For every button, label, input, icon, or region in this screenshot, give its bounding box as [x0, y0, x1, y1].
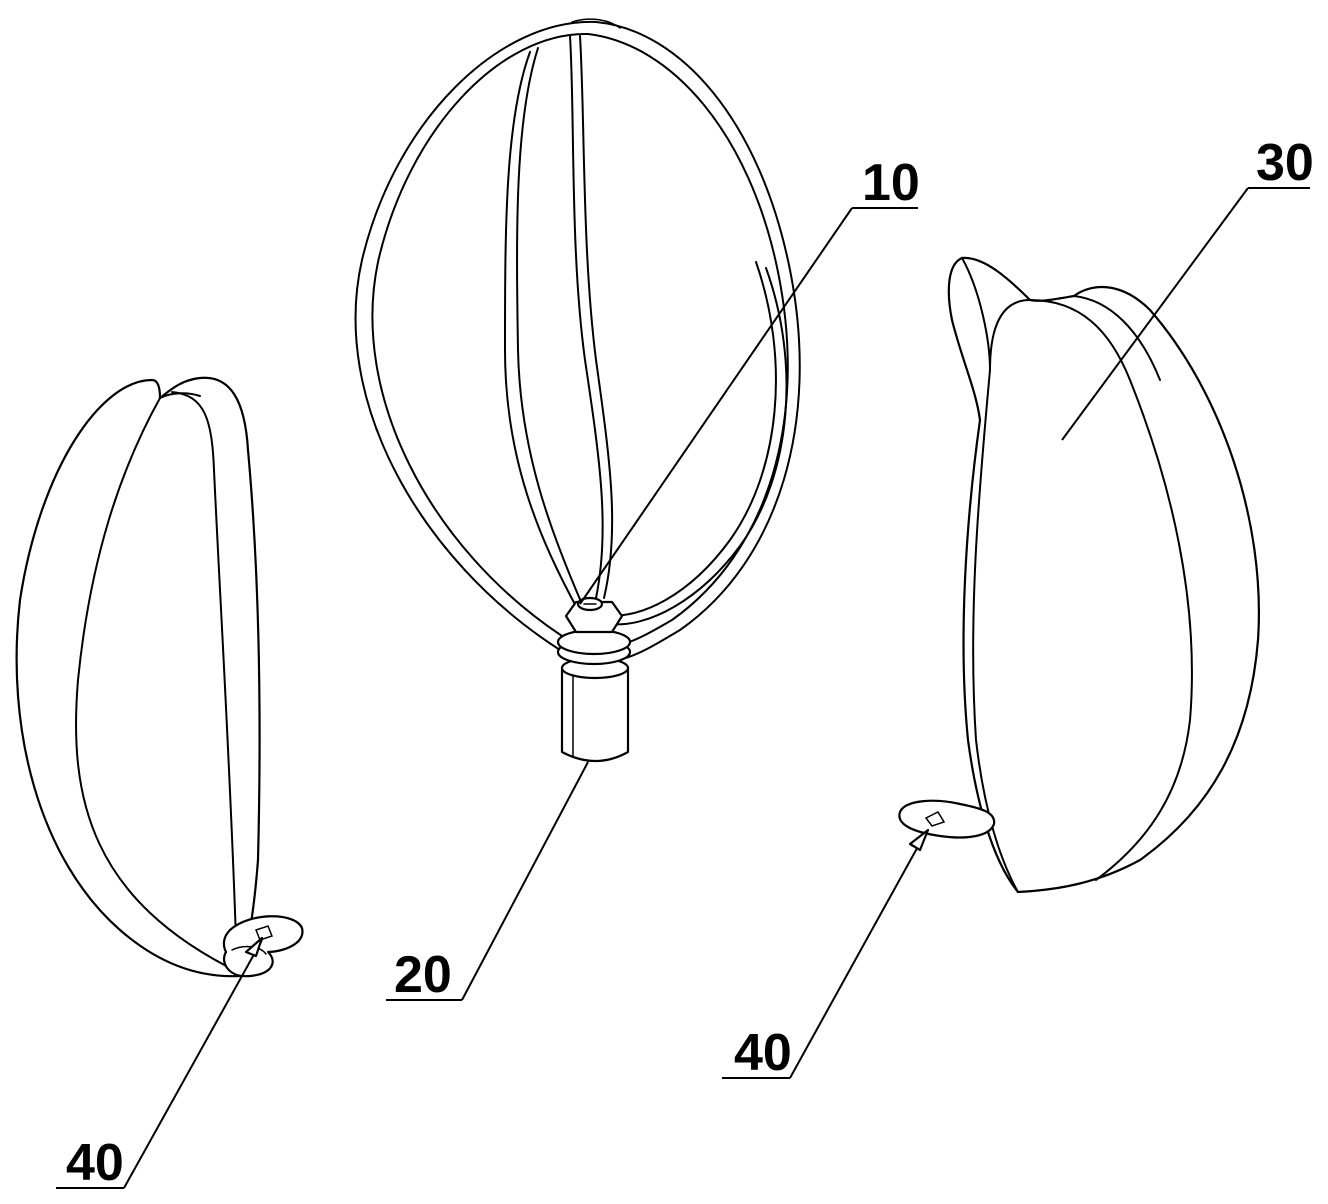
arrow-40-right: [908, 828, 930, 852]
frame-ribs: [504, 35, 788, 626]
leader-40-left: [123, 939, 263, 1189]
label-20: 20: [394, 946, 452, 1004]
label-10: 10: [862, 154, 920, 212]
hub-nut: [556, 596, 632, 666]
reference-labels: 10 20 30 40 40: [66, 134, 1314, 1192]
left-shell: [15, 376, 304, 978]
center-frame-assembly: [354, 18, 801, 762]
label-40-left: 40: [66, 1134, 124, 1192]
right-tab: [898, 799, 996, 839]
label-40-right: 40: [734, 1024, 792, 1082]
support-post: [560, 656, 630, 762]
frame-outer-ring: [354, 18, 801, 663]
leader-30: [1061, 187, 1249, 441]
left-tab: [222, 915, 304, 978]
leader-20: [461, 761, 589, 1001]
leader-lines: [56, 187, 1310, 1189]
arrow-40-left: [244, 936, 264, 958]
leader-40-right: [789, 831, 927, 1079]
label-30: 30: [1256, 134, 1314, 192]
right-shell: [898, 256, 1260, 894]
leader-10: [579, 207, 853, 605]
